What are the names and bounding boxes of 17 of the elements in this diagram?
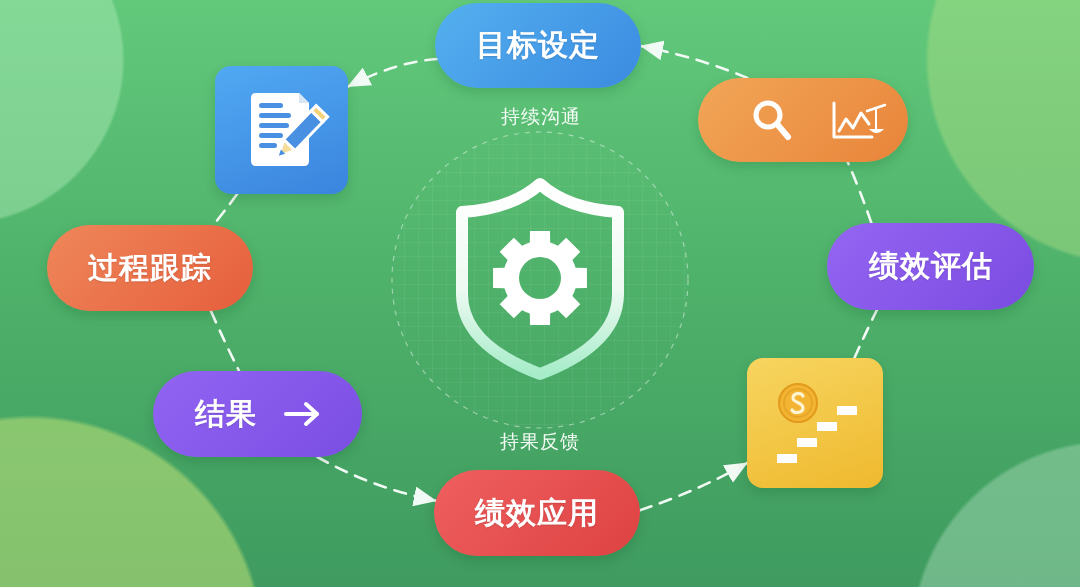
loop-label: 持果反馈 [500,431,580,453]
loop-label: 持续沟通 [501,106,581,128]
step-pill: 目标设定 [435,3,641,88]
dashed-line [209,309,241,373]
dashed-arrow [639,40,749,80]
step-pill: 过程跟踪 [47,225,253,311]
dashed-arrow [346,57,439,88]
step-pill: 绩效评估 [827,223,1034,310]
document-edit-icon [215,66,348,194]
dashed-line [846,160,873,225]
coin-stairs-icon [747,358,883,488]
step-pill: 绩效应用 [434,470,640,556]
dashed-line [853,308,879,360]
step-pill [153,371,362,457]
dashed-arrow [316,455,438,506]
dashed-arrow [638,461,749,512]
step-label: 结果 [194,394,257,433]
